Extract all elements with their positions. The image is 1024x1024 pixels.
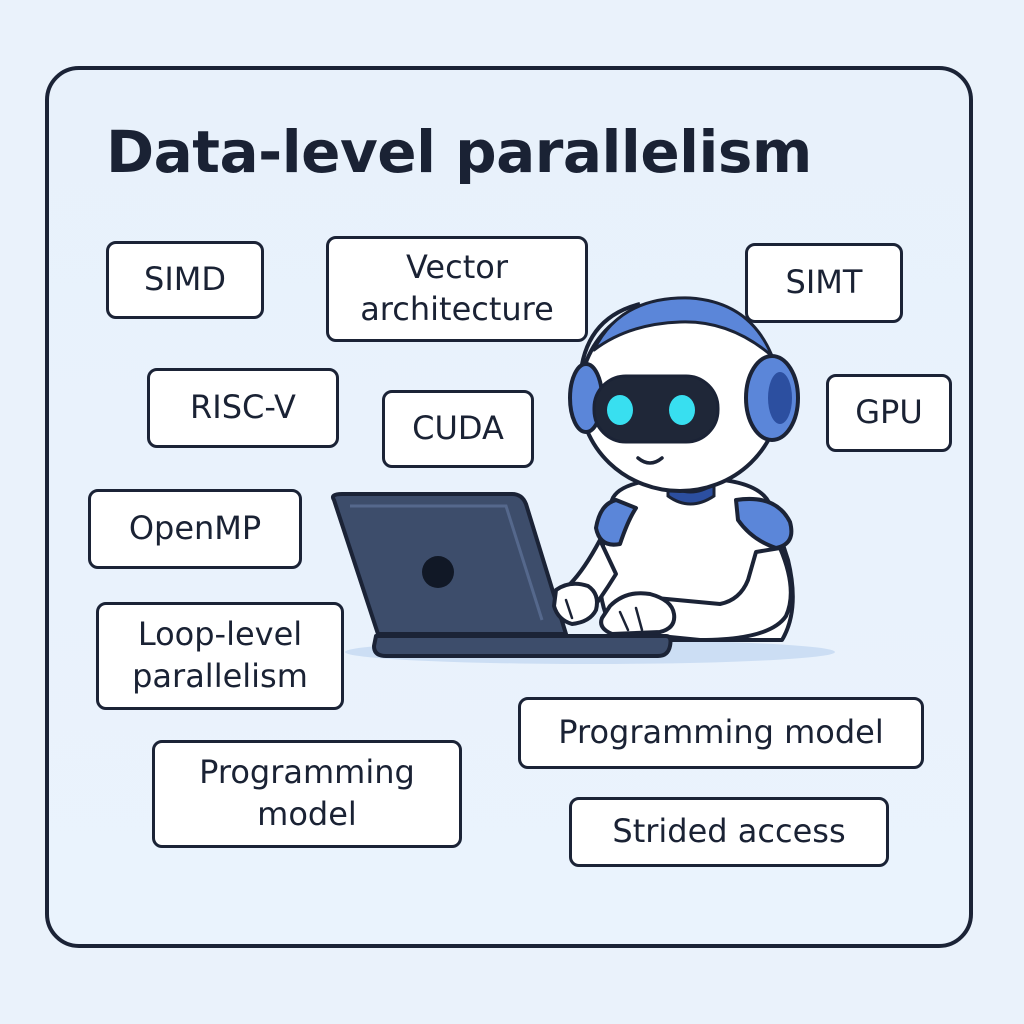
tag-programming-model-right: Programming model	[518, 697, 924, 769]
laptop-logo	[422, 556, 454, 588]
robot-hand-left	[552, 581, 599, 626]
robot-eye-right	[669, 395, 695, 425]
tag-cuda: CUDA	[382, 390, 534, 468]
page-title: Data-level parallelism	[106, 118, 812, 186]
tag-programming-model-left: Programming model	[152, 740, 462, 848]
robot-shoulder-left	[594, 498, 638, 547]
tag-simt: SIMT	[745, 243, 903, 323]
robot-visor	[592, 374, 720, 444]
tag-simd: SIMD	[106, 241, 264, 319]
laptop-base	[372, 634, 673, 658]
robot-smile	[636, 456, 664, 465]
tag-loop-level-parallelism: Loop-level parallelism	[96, 602, 344, 710]
robot-eye-left	[607, 395, 633, 425]
tag-openmp: OpenMP	[88, 489, 302, 569]
robot-shoulder-right	[734, 497, 794, 550]
tag-risc-v: RISC-V	[147, 368, 339, 448]
tag-strided-access: Strided access	[569, 797, 889, 867]
tag-gpu: GPU	[826, 374, 952, 452]
robot-using-laptop-icon	[331, 296, 835, 664]
tag-vector-architecture: Vector architecture	[326, 236, 588, 342]
